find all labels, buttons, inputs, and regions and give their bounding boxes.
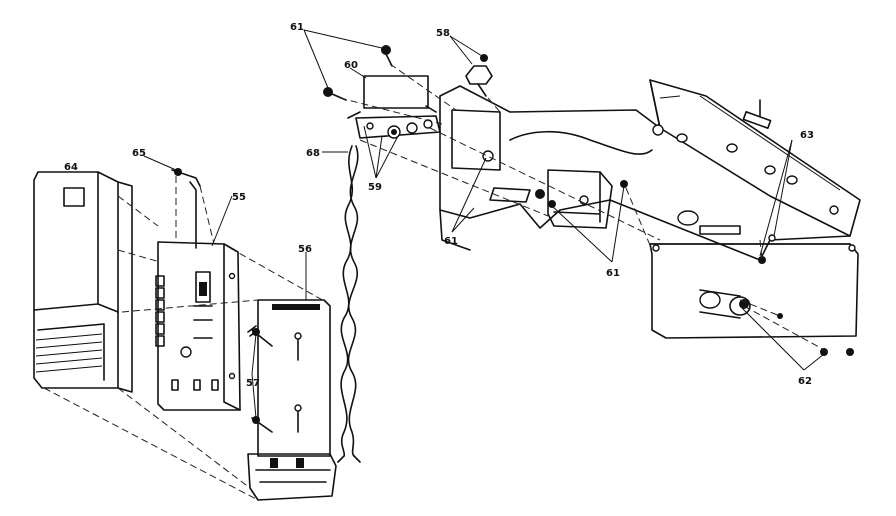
label-61-top: 61 <box>290 22 304 33</box>
label-56: 56 <box>298 244 312 255</box>
label-58: 58 <box>436 28 450 39</box>
label-55: 55 <box>232 192 246 203</box>
label-60: 60 <box>344 60 358 71</box>
screws-part-61-top <box>323 45 393 101</box>
circuit-board-part-65 <box>155 241 241 411</box>
main-chassis <box>439 79 861 261</box>
assembly-leader-lines <box>43 63 829 501</box>
screws-part-57 <box>247 325 273 433</box>
label-61-middle: 61 <box>444 236 458 247</box>
lower-plate-part-62 <box>649 243 859 356</box>
terminal-block-part-59 <box>347 75 441 139</box>
wire-harness-part-68 <box>337 145 361 463</box>
label-59: 59 <box>368 182 382 193</box>
label-57: 57 <box>246 378 260 389</box>
callout-leaders <box>143 29 825 419</box>
label-62: 62 <box>798 376 812 387</box>
callout-labels: 61 58 60 63 64 65 68 59 55 56 61 61 57 6… <box>64 22 814 389</box>
bracket-part-56 <box>247 299 337 501</box>
label-65: 65 <box>132 148 146 159</box>
part-58 <box>465 54 493 97</box>
label-68: 68 <box>306 148 320 159</box>
label-61-right: 61 <box>606 268 620 279</box>
cover-part-64 <box>33 171 133 393</box>
label-64: 64 <box>64 162 78 173</box>
label-63: 63 <box>800 130 814 141</box>
relay-bracket <box>535 169 628 229</box>
